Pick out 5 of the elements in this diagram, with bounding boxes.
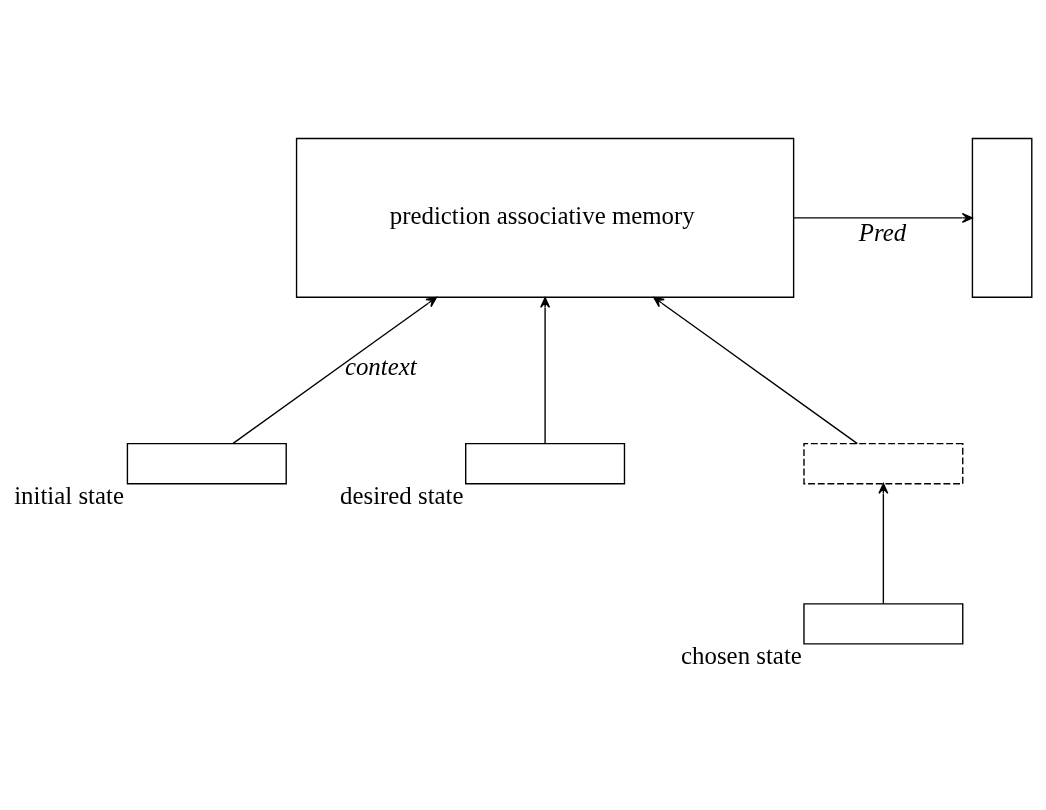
edge-label: context <box>344 353 417 381</box>
edge-label: Pred <box>858 218 907 246</box>
node-label: chosen state <box>681 641 802 669</box>
node-label: desired state <box>340 481 464 509</box>
node-label: initial state <box>14 481 124 509</box>
